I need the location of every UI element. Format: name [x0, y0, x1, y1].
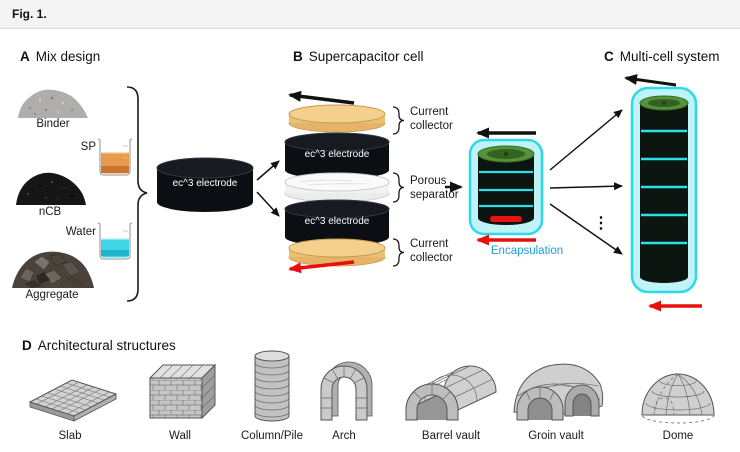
encapsulation-label: Encapsulation: [490, 245, 564, 257]
panel-c-letter: C: [604, 49, 614, 64]
fanout-arrows: [549, 109, 623, 255]
wall-label: Wall: [169, 430, 191, 442]
sp-label: SP: [80, 141, 96, 153]
electrode-a-label: ec^3 electrode: [172, 178, 238, 189]
electrode-b1-cylinder: [284, 132, 390, 179]
figure-header: Fig. 1.: [0, 0, 740, 29]
ncb-pile-icon: [16, 172, 86, 205]
electrode-a-cylinder: [156, 157, 254, 212]
aggregate-label: Aggregate: [25, 289, 79, 301]
slab-label: Slab: [58, 430, 82, 442]
separator-disc: [284, 172, 390, 203]
electrode-b1-label: ec^3 electrode: [304, 149, 370, 160]
label-braces: [392, 106, 405, 267]
cell-terminal-arrow-bottom: [288, 260, 355, 274]
sp-beaker-icon: [97, 138, 133, 176]
cell-terminal-arrow-top: [288, 90, 355, 105]
groin-vault-icon: [513, 363, 604, 421]
panel-b-letter: B: [293, 49, 303, 64]
barrel-vault-icon: [405, 365, 497, 421]
water-label: Water: [65, 226, 96, 238]
collector-bottom-label: Current collector: [410, 238, 453, 264]
wall-icon: [148, 363, 217, 420]
mix-brace: [126, 86, 148, 302]
water-beaker-icon: [97, 222, 133, 260]
encapsulated-cell-icon: [468, 138, 544, 236]
collector-top-disc: [288, 104, 386, 133]
multicell-terminal-arrow-top: [624, 74, 677, 87]
binder-label: Binder: [36, 118, 70, 130]
figure-label: Fig. 1.: [12, 7, 47, 21]
multicell-icon: [630, 86, 698, 294]
column-pile-label: Column/Pile: [241, 430, 303, 442]
binder-pile-icon: [18, 89, 88, 118]
panel-a-letter: A: [20, 49, 30, 64]
panel-d-letter: D: [22, 338, 32, 353]
dome-label: Dome: [662, 430, 694, 442]
groin-vault-label: Groin vault: [528, 430, 584, 442]
column-icon: [254, 350, 290, 422]
arch-icon: [320, 361, 373, 421]
collector-top-label: Current collector: [410, 106, 453, 132]
separator-label: Porous separator: [410, 175, 459, 201]
electrode-b2-label: ec^3 electrode: [304, 216, 370, 227]
dome-icon: [641, 373, 715, 424]
arch-label: Arch: [332, 430, 356, 442]
slab-icon: [28, 379, 118, 422]
ncb-label: nCB: [38, 206, 62, 218]
collector-bottom-disc: [288, 238, 386, 267]
barrel-vault-label: Barrel vault: [421, 430, 481, 442]
split-arrows: [256, 160, 280, 217]
aggregate-pile-icon: [12, 251, 94, 288]
more-cells-ellipsis: ⋮: [593, 215, 609, 232]
